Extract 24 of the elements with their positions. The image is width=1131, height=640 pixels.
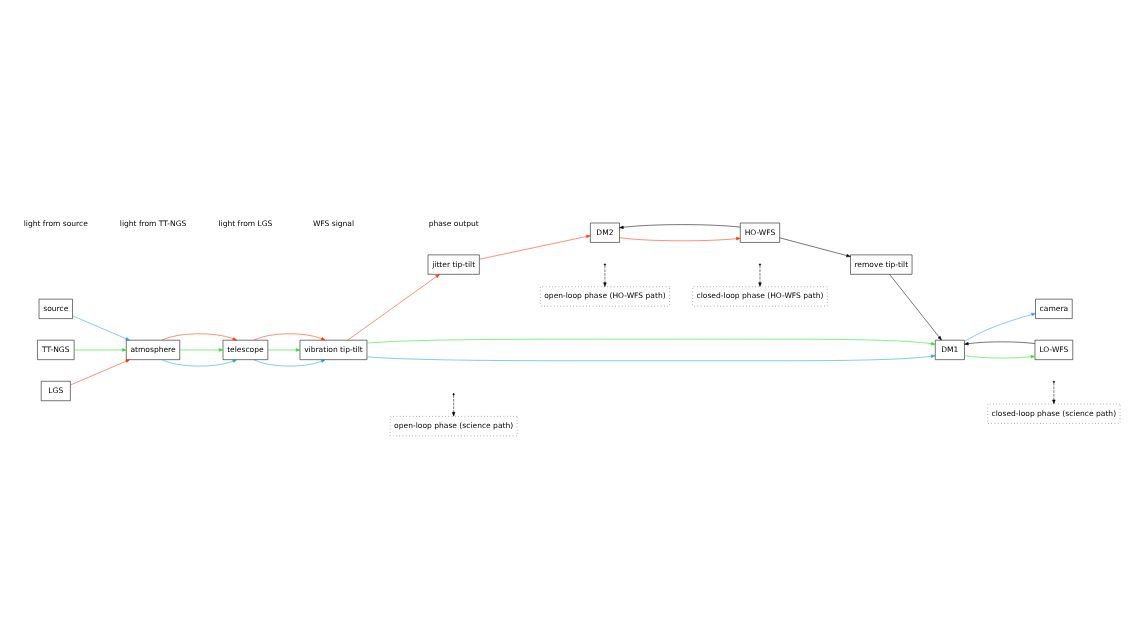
arrow [73,347,127,352]
arrow [253,333,326,340]
arrow [253,358,326,366]
arrow [179,347,224,352]
arrow [758,264,762,287]
arrow [1052,381,1056,404]
arrow [603,264,607,287]
arrow [452,394,456,416]
arrow [70,358,130,385]
arrow [479,234,591,259]
arrow [366,354,936,361]
arrow [347,273,440,340]
arrow [619,223,741,229]
arrow [964,341,1036,345]
arrow [161,358,237,366]
arrow [619,236,741,241]
arrow [72,315,130,340]
arrow [161,333,237,340]
arrow [366,338,936,345]
arrow [779,237,851,257]
arrow [964,312,1036,342]
arrow [964,354,1036,358]
arrow [889,273,942,340]
arrow [267,347,301,352]
